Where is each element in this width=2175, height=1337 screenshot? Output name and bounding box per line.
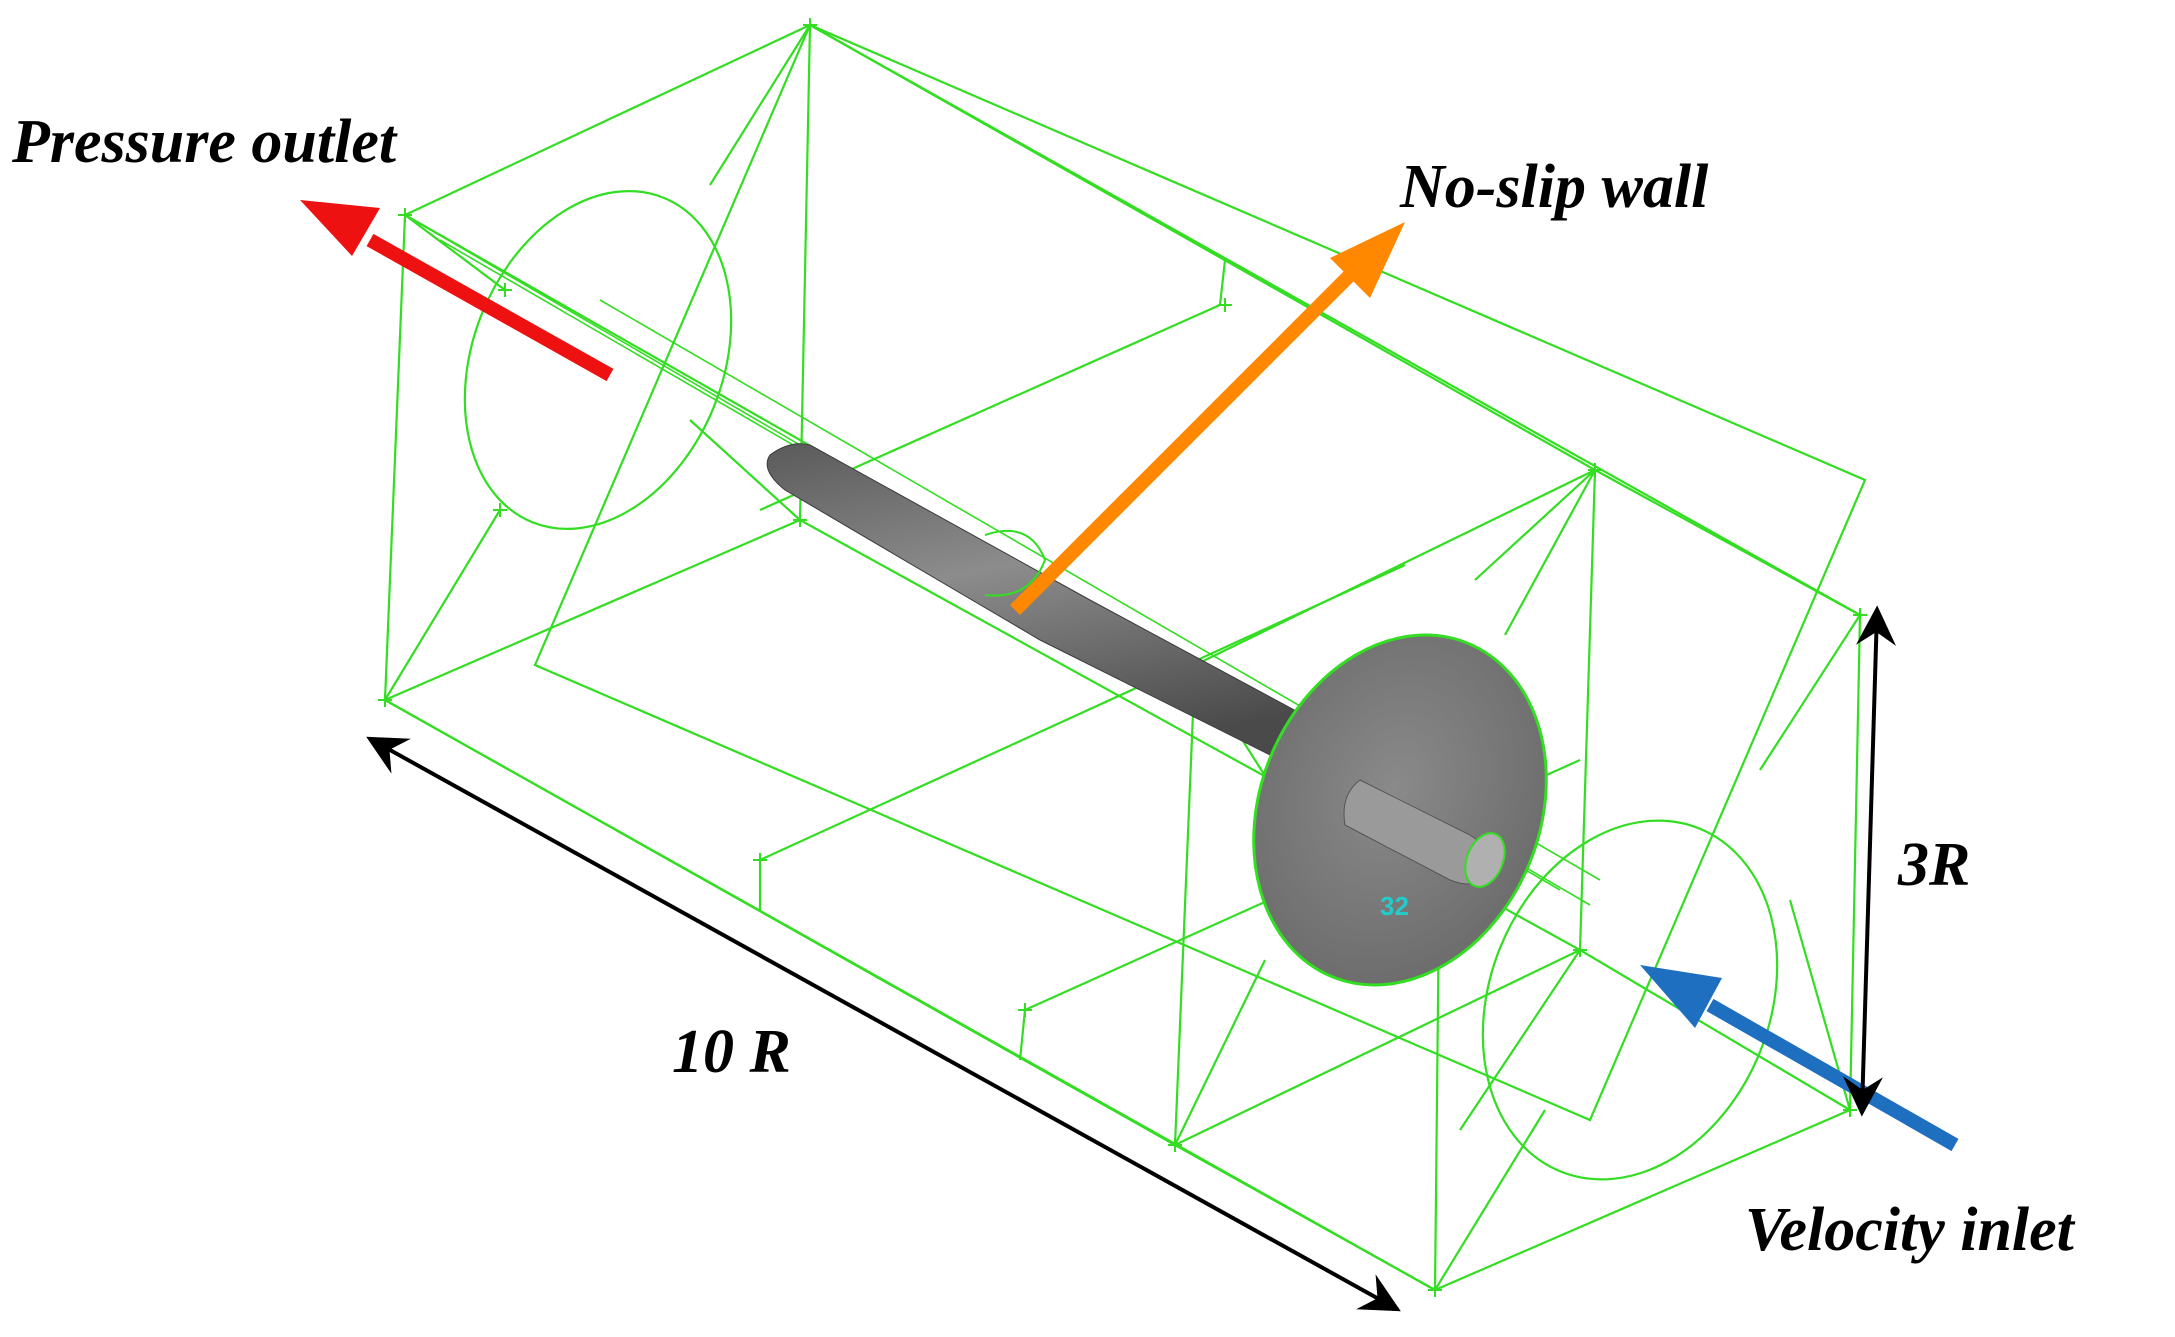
length-dimension-arrow bbox=[366, 736, 1401, 1312]
inlet-face-right bbox=[1848, 614, 1862, 1111]
pressure-outlet-arrow bbox=[300, 200, 614, 382]
far-face-edges bbox=[533, 23, 1867, 1122]
inlet-circle bbox=[1481, 819, 1779, 1181]
length-label: 10 R bbox=[672, 1018, 791, 1086]
no-slip-wall-arrow bbox=[1010, 222, 1405, 615]
inlet-face-back bbox=[1578, 469, 1597, 951]
height-label: 3R bbox=[1897, 831, 1970, 899]
height-dimension-arrow bbox=[1843, 605, 1896, 1117]
tiny-axis-label: 32 bbox=[1380, 891, 1409, 921]
outlet-face-bottom bbox=[384, 518, 801, 702]
outlet-face-top bbox=[404, 24, 811, 216]
outlet-face-right bbox=[798, 24, 812, 521]
velocity-inlet-arrow bbox=[1640, 965, 1959, 1152]
velocity-inlet-label: Velocity inlet bbox=[1745, 1196, 2076, 1264]
no-slip-wall-label: No-slip wall bbox=[1399, 153, 1709, 221]
outlet-circle bbox=[463, 190, 733, 530]
outlet-face-left bbox=[383, 214, 407, 701]
pressure-outlet-label: Pressure outlet bbox=[11, 108, 398, 176]
hub-body bbox=[766, 443, 1351, 780]
rotor-disc: 32 bbox=[1252, 633, 1548, 987]
